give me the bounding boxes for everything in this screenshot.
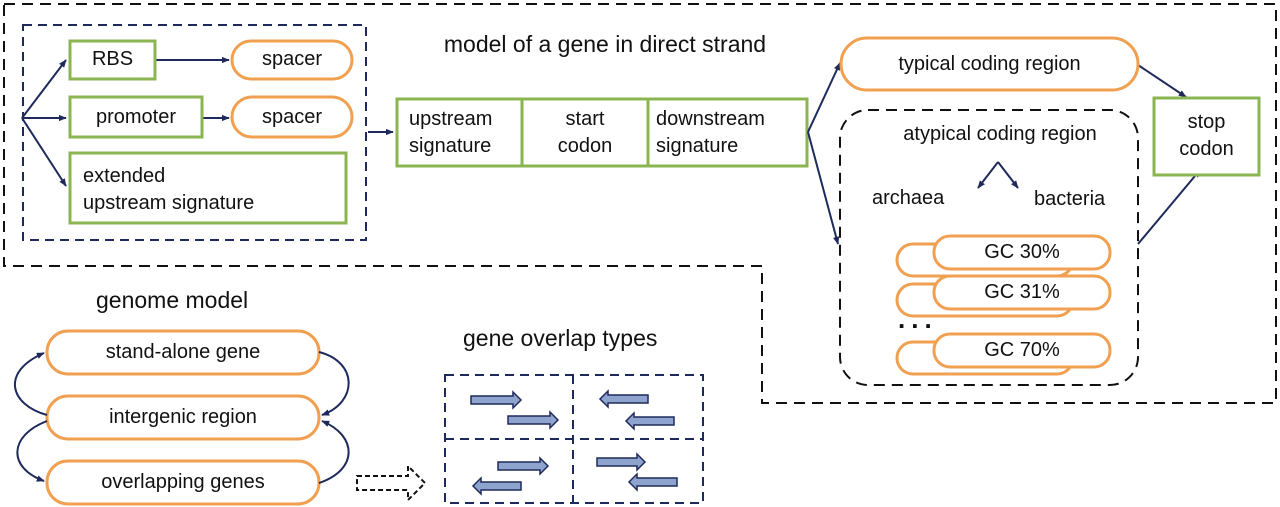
typical-coding-label: typical coding region <box>898 53 1081 75</box>
promoter-label: promoter <box>95 106 177 128</box>
spacer-box-2 <box>230 95 354 139</box>
extended-label-line1: extended <box>83 165 166 187</box>
promoter-box <box>68 95 204 139</box>
overlapping-genes-label: overlapping genes <box>101 471 265 493</box>
genome-model-arrows <box>13 351 350 484</box>
upstream-signature-line2: signature <box>409 135 492 157</box>
upstream-signature-line1: upstream <box>409 108 493 130</box>
rbs-label: RBS <box>91 48 134 70</box>
spacer-label-1: spacer <box>261 48 323 70</box>
stand-alone-gene-label: stand-alone gene <box>105 341 261 363</box>
overlap-types-title: gene overlap types <box>463 325 658 351</box>
atypical-coding-label: atypical coding region <box>903 123 1097 145</box>
gc-pill-stack-2 <box>895 274 1112 318</box>
genome-model-title: genome model <box>96 287 249 313</box>
coding-arrows <box>807 62 1201 245</box>
diagram-title: model of a gene in direct strand <box>443 31 767 57</box>
overlap-types-arrow <box>356 463 427 503</box>
spacer-label-2: spacer <box>261 106 323 128</box>
intergenic-region-box <box>45 394 321 441</box>
start-block-box <box>395 97 809 168</box>
stop-codon-line1: stop <box>1187 111 1226 133</box>
extended-upstream-box <box>68 151 348 225</box>
gc-70-label: GC 70% <box>984 339 1060 361</box>
spacer-box-1 <box>230 39 354 81</box>
stop-codon-line2: codon <box>1179 138 1234 160</box>
intergenic-region-label: intergenic region <box>109 406 257 428</box>
gc-pill-stack-1 <box>895 234 1112 278</box>
start-codon-line2: codon <box>557 135 613 157</box>
overlap-gene-arrows <box>470 389 678 496</box>
typical-coding-box <box>839 36 1140 92</box>
archaea-label: archaea <box>872 187 945 209</box>
upstream-branch-arrows <box>21 56 394 187</box>
gc-30-label: GC 30% <box>984 241 1060 263</box>
extended-label-line2: upstream signature <box>83 192 255 214</box>
downstream-signature-line2: signature <box>656 135 739 157</box>
gc-pill-stack-3 <box>895 332 1112 376</box>
stop-codon-box <box>1152 96 1261 177</box>
upstream-region-box <box>22 24 367 241</box>
gc-ellipsis: ... <box>898 304 938 334</box>
atypical-coding-region-box <box>839 109 1139 386</box>
bacteria-label: bacteria <box>1034 188 1106 210</box>
downstream-signature-line1: downstream <box>656 108 765 130</box>
start-codon-line1: start <box>565 108 605 130</box>
gc-31-label: GC 31% <box>984 281 1060 303</box>
gene-model-region <box>3 3 1277 404</box>
rbs-box <box>68 39 157 81</box>
